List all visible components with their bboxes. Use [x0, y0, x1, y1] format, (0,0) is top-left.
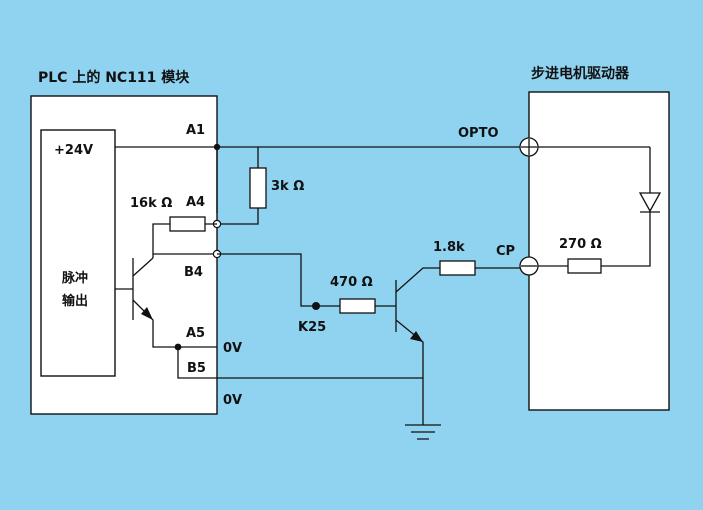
resistor-16k-wire — [152, 223, 217, 258]
opto-plus-sign — [521, 139, 537, 155]
resistor-470 — [339, 298, 376, 314]
resistor-3k-wire — [217, 147, 259, 225]
resistor-270 — [567, 258, 602, 274]
driver-title: 步进电机驱动器 — [531, 65, 630, 82]
resistor-16k — [169, 216, 206, 232]
terminal-a4-label: A4 — [186, 195, 205, 210]
plc-module-title: PLC 上的 NC111 模块 — [38, 69, 190, 86]
driver-box — [528, 91, 670, 411]
pulse-label-2: 输出 — [62, 293, 88, 309]
resistor-270-label: 270 Ω — [559, 237, 602, 252]
resistor-1k8 — [439, 260, 476, 276]
ext-transistor-legs — [395, 267, 440, 425]
ov-b5-label: 0V — [223, 393, 242, 408]
ov-a5-label: 0V — [223, 341, 242, 356]
junction-a1 — [213, 143, 221, 151]
terminal-a1-label: A1 — [186, 123, 205, 138]
k25-label: K25 — [298, 320, 326, 335]
plc-transistor-legs — [132, 257, 178, 348]
pulse-label-1: 脉冲 — [61, 270, 88, 286]
ext-transistor-arrow — [410, 331, 423, 342]
supply-label: +24V — [54, 143, 93, 158]
terminal-a5-label: A5 — [186, 326, 205, 341]
resistor-1k8-label: 1.8k — [433, 240, 465, 255]
terminal-b4-label: B4 — [184, 265, 203, 280]
plc-transistor-arrow — [141, 307, 153, 320]
pulse-output-box — [40, 129, 116, 377]
resistor-3k — [249, 167, 267, 209]
resistor-470-label: 470 Ω — [330, 275, 373, 290]
resistor-16k-label: 16k Ω — [130, 196, 172, 211]
ground-symbol — [405, 424, 441, 440]
b4-to-k25-wire — [217, 253, 316, 307]
led-diode — [638, 192, 662, 213]
cp-label: CP — [496, 244, 515, 259]
ground-return-wire — [177, 346, 423, 379]
opto-label: OPTO — [458, 126, 499, 141]
terminal-b5-label: B5 — [187, 361, 206, 376]
resistor-3k-label: 3k Ω — [271, 179, 304, 194]
